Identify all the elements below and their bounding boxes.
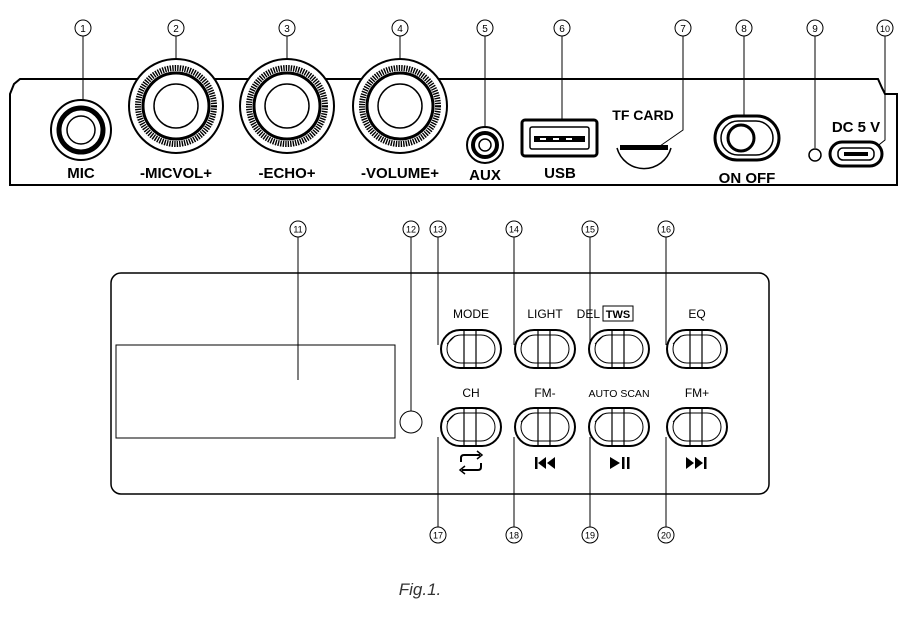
svg-text:1: 1 [80, 24, 86, 35]
top-callouts: 1 2 3 4 5 6 7 8 9 10 [74, 19, 894, 37]
top-panel-outline [9, 78, 898, 186]
svg-text:15: 15 [585, 225, 595, 235]
svg-text:12: 12 [406, 225, 416, 235]
callout-3: 3 [278, 19, 296, 37]
callout-11: 11 [289, 220, 307, 238]
mode-label: MODE [453, 307, 489, 321]
callout-5: 5 [476, 19, 494, 37]
onoff-label: ON OFF [719, 170, 776, 187]
callout-12: 12 [402, 220, 420, 238]
mode-button[interactable] [440, 329, 502, 369]
fm-plus-label: FM+ [685, 386, 709, 400]
light-button[interactable] [514, 329, 576, 369]
callout-13: 13 [429, 220, 447, 238]
autoscan-button[interactable] [588, 407, 650, 447]
svg-text:13: 13 [433, 225, 443, 235]
ir-sensor [399, 410, 423, 434]
usb-label: USB [544, 165, 576, 182]
callout-20: 20 [657, 526, 675, 544]
onoff-switch[interactable] [713, 114, 781, 162]
callout-10: 10 [876, 19, 894, 37]
svg-text:TWS: TWS [606, 309, 630, 321]
autoscan-label: AUTO SCAN [588, 388, 649, 400]
aux-jack[interactable] [466, 126, 504, 164]
usb-port[interactable] [520, 118, 599, 158]
svg-text:9: 9 [812, 24, 818, 35]
repeat-icon [458, 450, 484, 475]
callout-14: 14 [505, 220, 523, 238]
callout-18: 18 [505, 526, 523, 544]
callout-16: 16 [657, 220, 675, 238]
svg-text:8: 8 [741, 24, 747, 35]
volume-knob[interactable] [352, 58, 448, 154]
svg-text:3: 3 [284, 24, 290, 35]
svg-text:2: 2 [173, 24, 179, 35]
display-window [115, 344, 396, 439]
volume-label: -VOLUME+ [361, 165, 439, 182]
dc-label: DC 5 V [832, 119, 880, 136]
light-label: LIGHT [527, 307, 563, 321]
echo-knob[interactable] [239, 58, 335, 154]
fm-plus-button[interactable] [666, 407, 728, 447]
bottom-callouts-top: 11 12 13 14 15 16 [289, 220, 675, 238]
callout-9: 9 [806, 19, 824, 37]
indicator-led [808, 148, 822, 162]
del-tws-button[interactable] [588, 329, 650, 369]
svg-text:6: 6 [559, 24, 565, 35]
echo-label: -ECHO+ [258, 165, 315, 182]
callout-8: 8 [735, 19, 753, 37]
callout-7: 7 [674, 19, 692, 37]
previous-track-icon [535, 457, 555, 469]
mic-label: MIC [67, 165, 95, 182]
callout-1: 1 [74, 19, 92, 37]
fm-minus-button[interactable] [514, 407, 576, 447]
bottom-callouts-bottom: 17 18 19 20 [429, 526, 675, 544]
callout-2: 2 [167, 19, 185, 37]
svg-text:4: 4 [397, 24, 403, 35]
fm-minus-label: FM- [534, 386, 555, 400]
svg-text:DEL: DEL [577, 307, 601, 321]
svg-text:5: 5 [482, 24, 488, 35]
tfcard-label: TF CARD [612, 107, 673, 123]
tfcard-slot[interactable] [616, 145, 672, 170]
svg-text:14: 14 [509, 225, 519, 235]
svg-text:10: 10 [880, 24, 890, 34]
ch-label: CH [462, 386, 479, 400]
eq-label: EQ [688, 307, 705, 321]
svg-text:17: 17 [433, 531, 443, 541]
ch-button[interactable] [440, 407, 502, 447]
svg-text:7: 7 [680, 24, 686, 35]
micvol-label: -MICVOL+ [140, 165, 212, 182]
callout-17: 17 [429, 526, 447, 544]
svg-text:11: 11 [293, 225, 302, 235]
aux-label: AUX [469, 167, 501, 184]
figure-caption: Fig.1. [399, 580, 442, 599]
mic-jack[interactable] [50, 99, 112, 161]
callout-6: 6 [553, 19, 571, 37]
play-pause-icon [610, 457, 630, 469]
bottom-leader-lines [297, 237, 667, 527]
svg-text:16: 16 [661, 225, 671, 235]
callout-15: 15 [581, 220, 599, 238]
eq-button[interactable] [666, 329, 728, 369]
del-tws-label: DEL TWS [577, 305, 634, 322]
callout-4: 4 [391, 19, 409, 37]
callout-19: 19 [581, 526, 599, 544]
dc-port[interactable] [828, 140, 884, 168]
svg-text:18: 18 [509, 531, 519, 541]
svg-text:20: 20 [661, 531, 671, 541]
micvol-knob[interactable] [128, 58, 224, 154]
next-track-icon [686, 457, 707, 469]
svg-text:19: 19 [585, 531, 595, 541]
